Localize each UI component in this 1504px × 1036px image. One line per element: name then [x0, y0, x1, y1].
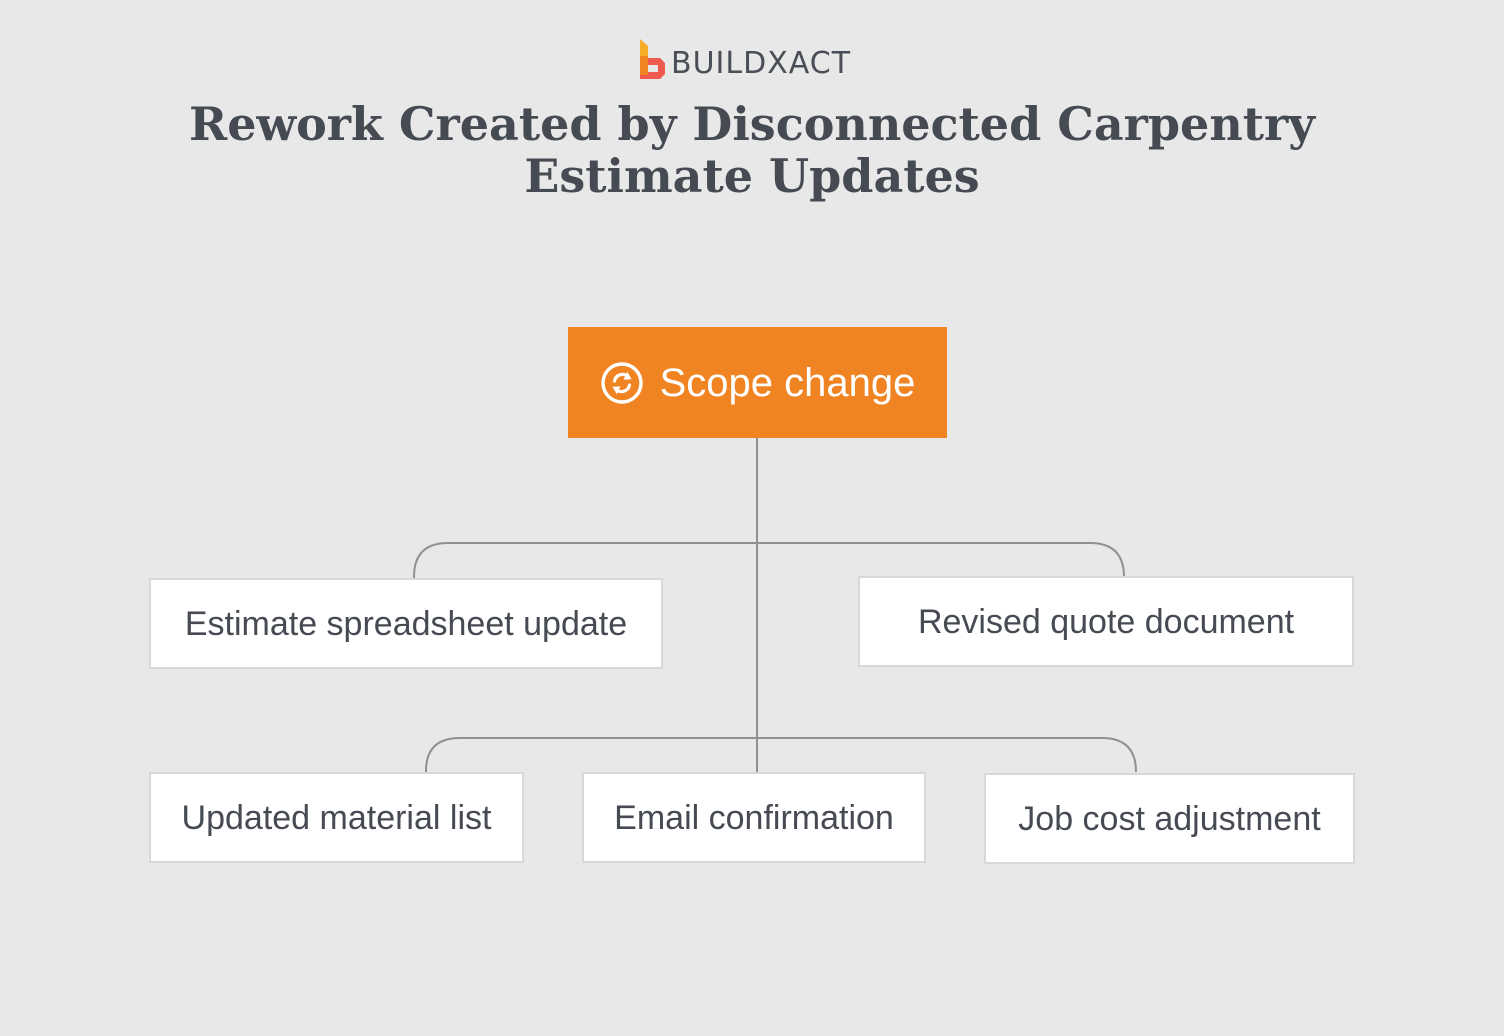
updated-material-list-node: Updated material list	[149, 772, 524, 863]
buildxact-logo-icon	[640, 39, 665, 79]
job-cost-adjustment-label: Job cost adjustment	[1018, 799, 1321, 838]
buildxact-logo: BUILDXACT	[638, 38, 851, 82]
estimate-spreadsheet-update-label: Estimate spreadsheet update	[184, 604, 628, 643]
scope-change-node: Scope change	[568, 327, 947, 438]
scope-change-label: Scope change	[659, 360, 916, 405]
title-line-1: Rework Created by Disconnected Carpentry	[189, 97, 1315, 151]
page-title: Rework Created by Disconnected Carpentry…	[150, 98, 1354, 202]
revised-quote-document-node: Revised quote document	[858, 576, 1354, 667]
estimate-spreadsheet-update-node: Estimate spreadsheet update	[149, 578, 663, 669]
updated-material-list-label: Updated material list	[181, 798, 492, 837]
title-line-2: Estimate Updates	[524, 149, 980, 203]
lower-branch-line	[425, 737, 1137, 773]
email-confirmation-node: Email confirmation	[582, 772, 926, 863]
revised-quote-document-label: Revised quote document	[917, 602, 1295, 641]
upper-branch-line	[413, 542, 1125, 578]
email-confirmation-label: Email confirmation	[614, 798, 894, 837]
job-cost-adjustment-node: Job cost adjustment	[984, 773, 1355, 864]
brand-name: BUILDXACT	[671, 46, 852, 81]
refresh-cycle-icon	[600, 361, 643, 404]
